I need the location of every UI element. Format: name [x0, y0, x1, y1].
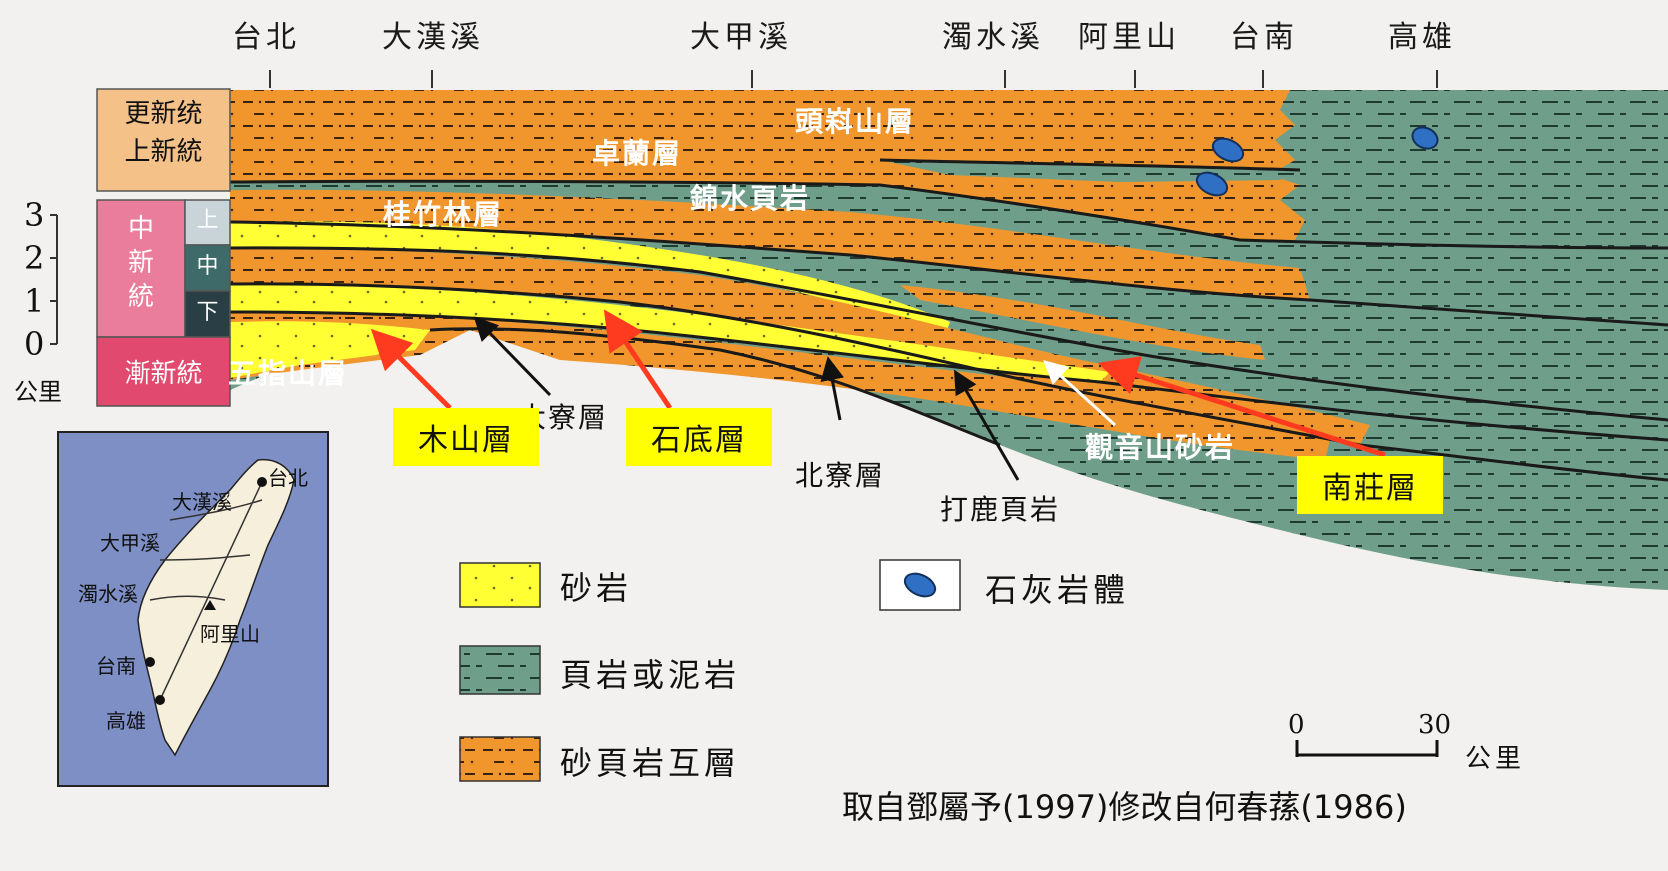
arrow-shihti: [603, 309, 673, 410]
depth-axis: [50, 214, 58, 345]
arrow-talieo: [473, 316, 552, 397]
limestone-body: [1211, 137, 1245, 163]
map-label-alishan: 阿里山: [200, 622, 260, 646]
era-miocene-char: 中: [127, 214, 154, 244]
map-label-kaohsiung: 高雄: [106, 709, 146, 733]
formation-boundaries: [229, 158, 1668, 482]
map-label-tainan: 台南: [96, 654, 136, 678]
era-miocene-lower: [184, 290, 231, 338]
arrow-kuanyinshan: [1043, 359, 1117, 427]
location-taipei: 台北: [232, 20, 300, 55]
era-miocene-middle: [184, 244, 231, 292]
arrow-peiliao: [820, 356, 845, 421]
map-dot: [145, 657, 155, 667]
map-label-choshui: 濁水溪: [78, 582, 138, 606]
scale-start: 0: [1288, 710, 1305, 740]
map-label-taipei: 台北: [268, 466, 308, 490]
location-kaohsiung: 高雄: [1388, 20, 1456, 55]
source-credit: 取自鄧屬予(1997)修改自何春蓀(1986): [842, 788, 1407, 826]
map-label-tahan: 大漢溪: [172, 490, 232, 514]
limestone-body: [1411, 126, 1439, 150]
kueichulin-band: [230, 189, 1310, 300]
era-label-upper: 更新统 上新統: [97, 95, 230, 171]
depth-unit: 公里: [14, 378, 62, 406]
layer-label-chinshui: 錦水頁岩: [690, 182, 811, 215]
legend-label-limestone: 石灰岩體: [985, 571, 1130, 609]
limestone-body: [1195, 171, 1229, 197]
highlight-nanchuang: 南莊層: [1297, 456, 1443, 514]
map-label-tachia: 大甲溪: [100, 531, 160, 555]
legend-label-interbed: 砂頁岩互層: [560, 744, 741, 782]
layer-label-kuanyinshan: 觀音山砂岩: [1085, 431, 1236, 464]
inset-map-lines: [149, 481, 263, 701]
map-dot: [257, 477, 267, 487]
lower-interbed: [900, 285, 1265, 360]
location-alishan: 阿里山: [1078, 20, 1180, 55]
legend-swatch-interbed: [459, 736, 541, 782]
depth-tick: 1: [24, 282, 45, 320]
era-sub-lower: 下: [196, 300, 219, 325]
chinshui-wedge: [880, 160, 1300, 182]
scale-unit: 公里: [1465, 744, 1526, 774]
era-miocene-char: 統: [127, 282, 154, 312]
map-dot: [155, 695, 165, 705]
depth-tick: 2: [24, 239, 45, 277]
era-pliocene-text: 上新統: [124, 137, 203, 167]
legend-label-shale: 頁岩或泥岩: [560, 656, 741, 694]
arrow-talu: [953, 369, 1020, 481]
arrow-mushan: [370, 328, 452, 410]
layer-label-peiliao: 北寮層: [795, 459, 886, 492]
era-pleistocene-text: 更新统: [124, 99, 203, 129]
era-oligocene-text: 漸新統: [124, 359, 203, 389]
map-mountain: [204, 600, 216, 610]
legend-swatch-sandstone: [459, 562, 541, 608]
era-oligocene: [96, 336, 231, 407]
era-miocene: [96, 199, 186, 338]
era-sub-middle: 中: [196, 254, 219, 279]
layer-label-wuchihshan: 五指山層: [228, 357, 349, 390]
location-choshui: 濁水溪: [942, 20, 1044, 55]
location-ticks: [269, 70, 1438, 88]
layer-label-kueichulin: 桂竹林層: [383, 198, 504, 231]
limestone-icon: [903, 572, 937, 598]
depth-tick: 0: [24, 325, 45, 363]
location-tahan: 大漢溪: [382, 20, 484, 55]
legend-label-sandstone: 砂岩: [560, 569, 633, 607]
toukoshan-cholan-band: [230, 90, 1305, 240]
depth-tick: 3: [24, 196, 45, 234]
arrow-nanchuang: [1097, 356, 1386, 458]
layer-label-toukoshan: 頭嵙山層: [795, 105, 916, 138]
highlight-shihti: 石底層: [626, 408, 772, 466]
location-tainan: 台南: [1230, 20, 1298, 55]
layer-label-talu: 打鹿頁岩: [940, 493, 1061, 526]
era-label-miocene: 中 新 統: [97, 212, 185, 314]
era-miocene-char: 新: [127, 248, 154, 278]
era-pleistocene-pliocene: [96, 88, 231, 192]
scale-bar: [1295, 740, 1439, 757]
scale-end: 30: [1418, 710, 1452, 740]
highlight-mushan: 木山層: [393, 408, 539, 466]
legend-swatch-shale: [459, 645, 541, 695]
era-miocene-upper: [184, 199, 231, 246]
layer-label-cholan: 卓蘭層: [592, 137, 683, 170]
era-sub-upper: 上: [196, 208, 219, 233]
location-tachia: 大甲溪: [690, 20, 792, 55]
taiwan-island: [137, 458, 295, 757]
